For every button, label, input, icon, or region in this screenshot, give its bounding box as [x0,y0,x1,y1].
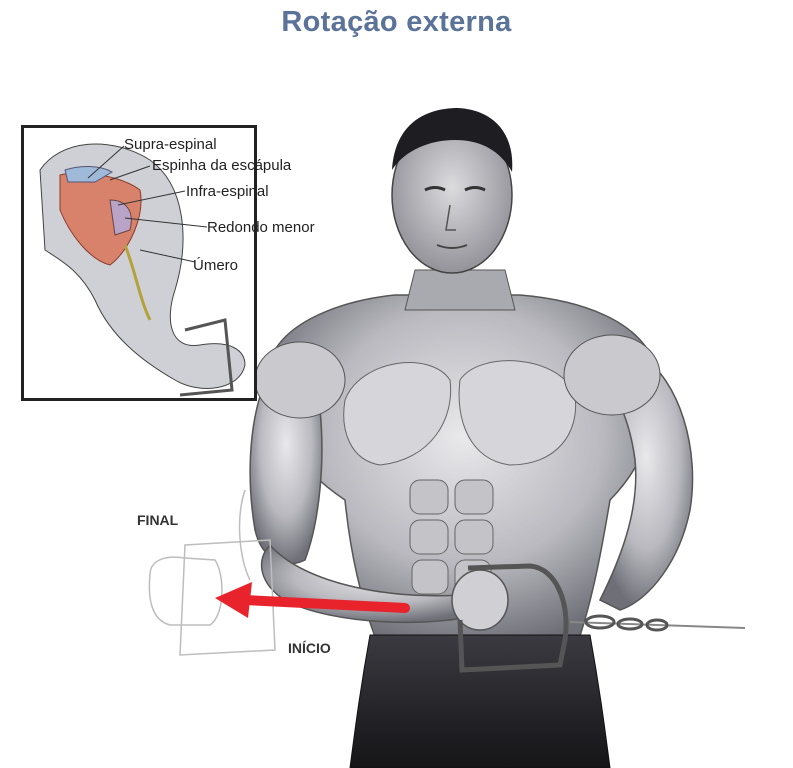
stage-inicio-label: INÍCIO [288,640,331,656]
label-supra-espinal: Supra-espinal [124,136,217,153]
anatomy-inset-frame [21,125,257,401]
label-redondo-menor: Redondo menor [207,219,315,236]
label-espinha-escapula: Espinha da escápula [152,157,292,174]
label-infra-espinal: Infra-espinal [186,183,269,200]
label-umero: Úmero [193,257,239,274]
rotation-arrow [215,582,410,618]
stage-final-label: FINAL [137,512,179,528]
shoulder-anatomy-inset [39,143,246,397]
page-title: Rotação externa [281,6,512,38]
athlete-figure [249,108,694,768]
cable-handle [457,563,746,673]
